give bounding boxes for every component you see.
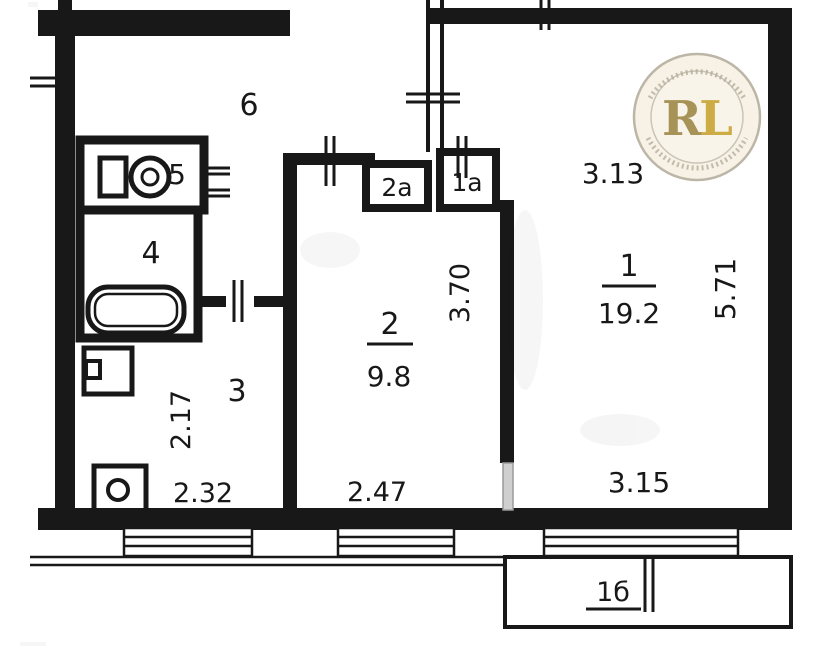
wc-number-label: 5 bbox=[168, 158, 186, 191]
watermark-logo: R L bbox=[632, 52, 762, 182]
closet-2a-outline bbox=[362, 160, 432, 212]
room2-area-label: 9.8 bbox=[367, 360, 412, 393]
watermark-ring-text-bottom bbox=[645, 136, 749, 171]
smudge-2 bbox=[300, 232, 360, 268]
toilet-icon bbox=[97, 155, 172, 199]
toilet-bowl bbox=[128, 155, 172, 199]
corridor-dim-vertical-label: 2.17 bbox=[166, 390, 197, 450]
closet-2a-label: 2а bbox=[381, 173, 412, 202]
room2-dim-vertical-label: 3.70 bbox=[445, 263, 476, 323]
window-middle-frame bbox=[336, 526, 456, 558]
washbasin-body bbox=[81, 345, 135, 397]
wall-top-left bbox=[38, 10, 290, 36]
watermark-ring-text-top bbox=[647, 69, 747, 100]
smudge-5 bbox=[28, 2, 38, 7]
sink-body bbox=[91, 463, 149, 517]
room1-number-label: 1 bbox=[619, 249, 638, 284]
room2-number-label: 2 bbox=[380, 307, 399, 342]
washbasin-icon bbox=[81, 345, 135, 397]
smudge-1 bbox=[507, 210, 543, 390]
wall-left bbox=[55, 34, 75, 530]
vent-shaft bbox=[426, 0, 444, 152]
bathtub-outer bbox=[85, 284, 187, 336]
watermark-letter-l: L bbox=[699, 91, 733, 147]
balcony-structure bbox=[30, 555, 793, 629]
washbasin-tap bbox=[84, 359, 102, 380]
window-left-frame bbox=[122, 526, 254, 558]
wall-room2-left bbox=[283, 153, 297, 510]
window-left bbox=[122, 526, 254, 558]
wall-right bbox=[768, 8, 792, 530]
bathroom-number-label: 4 bbox=[141, 236, 160, 271]
sink-icon bbox=[91, 463, 149, 517]
wall-hall-corridor-a bbox=[198, 296, 226, 307]
wall-bottom bbox=[38, 508, 792, 530]
door-leaf-room1 bbox=[502, 462, 514, 511]
closet-1a-label: 1а bbox=[451, 168, 482, 197]
corridor-dim-horizontal-label: 2.32 bbox=[173, 478, 233, 509]
fixtures bbox=[81, 155, 187, 517]
corridor-number-label: 3 bbox=[227, 374, 246, 409]
outer-walls bbox=[38, 0, 792, 530]
bathtub-inner bbox=[93, 292, 179, 328]
wall-top-left-corner-tick bbox=[58, 0, 72, 42]
smudge-3 bbox=[580, 414, 660, 446]
interior-walls bbox=[75, 135, 514, 511]
label-rules bbox=[367, 284, 656, 611]
toilet-bowl-inner bbox=[140, 167, 160, 187]
window-right bbox=[542, 526, 740, 558]
wall-top-right bbox=[426, 8, 792, 24]
hall-number-label: 6 bbox=[239, 88, 258, 123]
wall-room2-top bbox=[283, 153, 375, 165]
balcony-outline bbox=[503, 555, 793, 629]
windows bbox=[122, 526, 740, 558]
wall-hall-corridor-b bbox=[254, 296, 288, 307]
bathtub-icon bbox=[85, 284, 187, 336]
window-right-frame bbox=[542, 526, 740, 558]
window-middle bbox=[336, 526, 456, 558]
room1-area-label: 19.2 bbox=[598, 297, 660, 330]
room1-dim-bottom-label: 3.15 bbox=[608, 466, 670, 499]
closet-1a-outline bbox=[436, 148, 500, 212]
balcony-number-label: 1б bbox=[596, 577, 630, 608]
room1-dim-top-label: 3.13 bbox=[582, 157, 644, 190]
watermark-letter-r: R bbox=[662, 91, 703, 147]
labels: 6 5 4 3 2.17 2.32 2 9.8 3.70 2.47 2а 1а … bbox=[141, 88, 742, 608]
toilet-tank bbox=[97, 155, 129, 199]
wall-room1-left bbox=[500, 205, 514, 463]
room1-dim-vertical-label: 5.71 bbox=[709, 258, 742, 320]
room2-dim-horizontal-label: 2.47 bbox=[347, 477, 407, 508]
bathroom-outline bbox=[75, 205, 203, 343]
smudge-4 bbox=[20, 642, 46, 646]
sink-drain bbox=[106, 478, 130, 502]
